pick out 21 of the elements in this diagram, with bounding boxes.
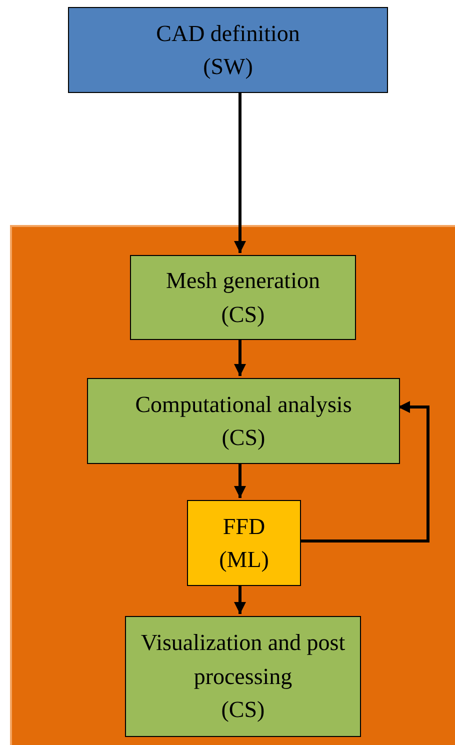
node-label: Computational analysis — [135, 390, 352, 419]
node-label: (CS) — [221, 300, 265, 329]
process-box — [130, 255, 356, 340]
arrow — [234, 338, 246, 376]
node-label: (ML) — [219, 546, 269, 574]
node-label: (SW) — [203, 53, 253, 81]
node-label: Mesh generation — [166, 267, 320, 296]
process-box — [87, 378, 400, 464]
node-label: Visualization and post processing — [140, 629, 346, 691]
process-box — [68, 7, 388, 93]
arrow — [234, 462, 246, 498]
process-box — [125, 616, 361, 737]
process-box — [187, 500, 301, 586]
arrow — [234, 93, 246, 253]
node-label: (CS) — [222, 424, 266, 452]
arrow — [299, 401, 430, 542]
arrow — [234, 584, 246, 614]
node-label: (CS) — [221, 696, 265, 724]
node-label: CAD definition — [156, 20, 300, 48]
node-label: FFD — [222, 512, 266, 541]
group-panel — [10, 225, 455, 745]
